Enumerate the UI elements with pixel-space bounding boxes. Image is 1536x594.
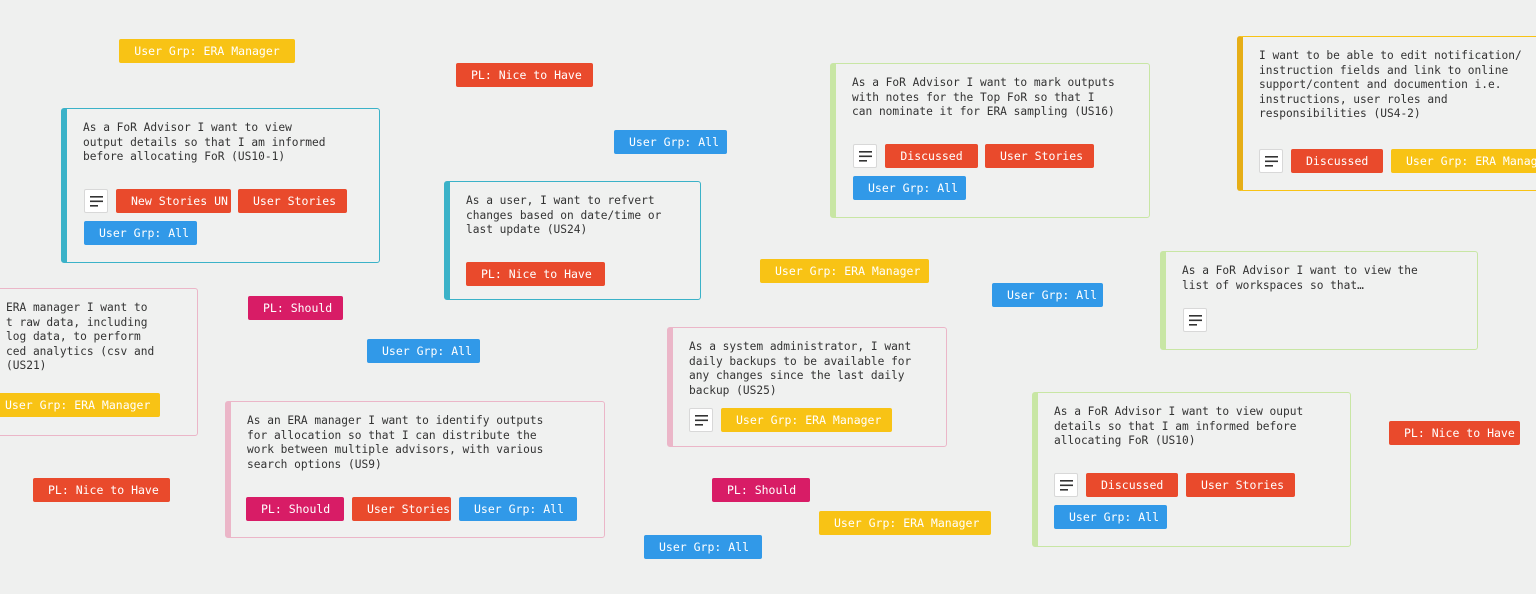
story-card-us21[interactable]: ERA manager I want to t raw data, includ… <box>0 288 198 436</box>
tag-user-grp-all[interactable]: User Grp: All <box>459 497 577 521</box>
card-text: I want to be able to edit notification/ … <box>1259 49 1522 120</box>
floating-tag-user-grp-all[interactable]: User Grp: All <box>992 283 1103 307</box>
story-card-workspaces[interactable]: As a FoR Advisor I want to view the list… <box>1160 251 1478 350</box>
floating-tag-user-grp-era-manager[interactable]: User Grp: ERA Manager <box>119 39 295 63</box>
card-text: As a FoR Advisor I want to view output d… <box>83 121 326 163</box>
tag-user-stories[interactable]: User Stories <box>238 189 347 213</box>
tag-new-stories-un[interactable]: New Stories UN <box>116 189 231 213</box>
tag-discussed[interactable]: Discussed <box>1086 473 1178 497</box>
story-card-us10[interactable]: As a FoR Advisor I want to view ouput de… <box>1032 392 1351 547</box>
tag-user-stories[interactable]: User Stories <box>1186 473 1295 497</box>
floating-tag-pl-should[interactable]: PL: Should <box>712 478 810 502</box>
tag-user-grp-all[interactable]: User Grp: All <box>84 221 197 245</box>
card-text: As a FoR Advisor I want to mark outputs … <box>852 76 1115 118</box>
tag-user-grp-era-manager[interactable]: User Grp: ERA Manager <box>721 408 892 432</box>
note-icon[interactable] <box>1183 308 1207 332</box>
story-card-us16[interactable]: As a FoR Advisor I want to mark outputs … <box>830 63 1150 218</box>
tag-pl-nice-to-have[interactable]: PL: Nice to Have <box>466 262 605 286</box>
floating-tag-pl-should[interactable]: PL: Should <box>248 296 343 320</box>
floating-tag-user-grp-era-manager[interactable]: User Grp: ERA Manager <box>760 259 929 283</box>
tag-discussed[interactable]: Discussed <box>885 144 978 168</box>
story-card-us4-2[interactable]: I want to be able to edit notification/ … <box>1237 36 1536 191</box>
floating-tag-user-grp-all[interactable]: User Grp: All <box>367 339 480 363</box>
tag-user-stories[interactable]: User Stories <box>985 144 1094 168</box>
tag-user-grp-all[interactable]: User Grp: All <box>1054 505 1167 529</box>
floating-tag-pl-nice-to-have[interactable]: PL: Nice to Have <box>1389 421 1520 445</box>
tag-user-grp-era-manager[interactable]: User Grp: ERA Manager <box>1391 149 1536 173</box>
story-card-us24[interactable]: As a user, I want to refvert changes bas… <box>444 181 701 300</box>
story-card-us25[interactable]: As a system administrator, I want daily … <box>667 327 947 447</box>
floating-tag-user-grp-all[interactable]: User Grp: All <box>614 130 727 154</box>
tag-discussed[interactable]: Discussed <box>1291 149 1383 173</box>
tag-pl-should[interactable]: PL: Should <box>246 497 344 521</box>
card-text: As an ERA manager I want to identify out… <box>247 414 544 471</box>
floating-tag-user-grp-all[interactable]: User Grp: All <box>644 535 762 559</box>
note-icon[interactable] <box>1259 149 1283 173</box>
note-icon[interactable] <box>853 144 877 168</box>
note-icon[interactable] <box>689 408 713 432</box>
tag-user-grp-all[interactable]: User Grp: All <box>853 176 966 200</box>
note-icon[interactable] <box>1054 473 1078 497</box>
tag-user-stories[interactable]: User Stories <box>352 497 451 521</box>
floating-tag-pl-nice-to-have[interactable]: PL: Nice to Have <box>456 63 593 87</box>
story-card-us9[interactable]: As an ERA manager I want to identify out… <box>225 401 605 538</box>
floating-tag-user-grp-era-manager[interactable]: User Grp: ERA Manager <box>819 511 991 535</box>
story-card-us10-1[interactable]: As a FoR Advisor I want to view output d… <box>61 108 380 263</box>
card-text: As a system administrator, I want daily … <box>689 340 912 397</box>
card-text: As a user, I want to refvert changes bas… <box>466 194 662 236</box>
card-text: As a FoR Advisor I want to view the list… <box>1182 264 1418 292</box>
card-text: ERA manager I want to t raw data, includ… <box>6 301 155 372</box>
card-text: As a FoR Advisor I want to view ouput de… <box>1054 405 1304 447</box>
floating-tag-pl-nice-to-have[interactable]: PL: Nice to Have <box>33 478 170 502</box>
note-icon[interactable] <box>84 189 108 213</box>
tag-user-grp-era-manager[interactable]: User Grp: ERA Manager <box>0 393 160 417</box>
